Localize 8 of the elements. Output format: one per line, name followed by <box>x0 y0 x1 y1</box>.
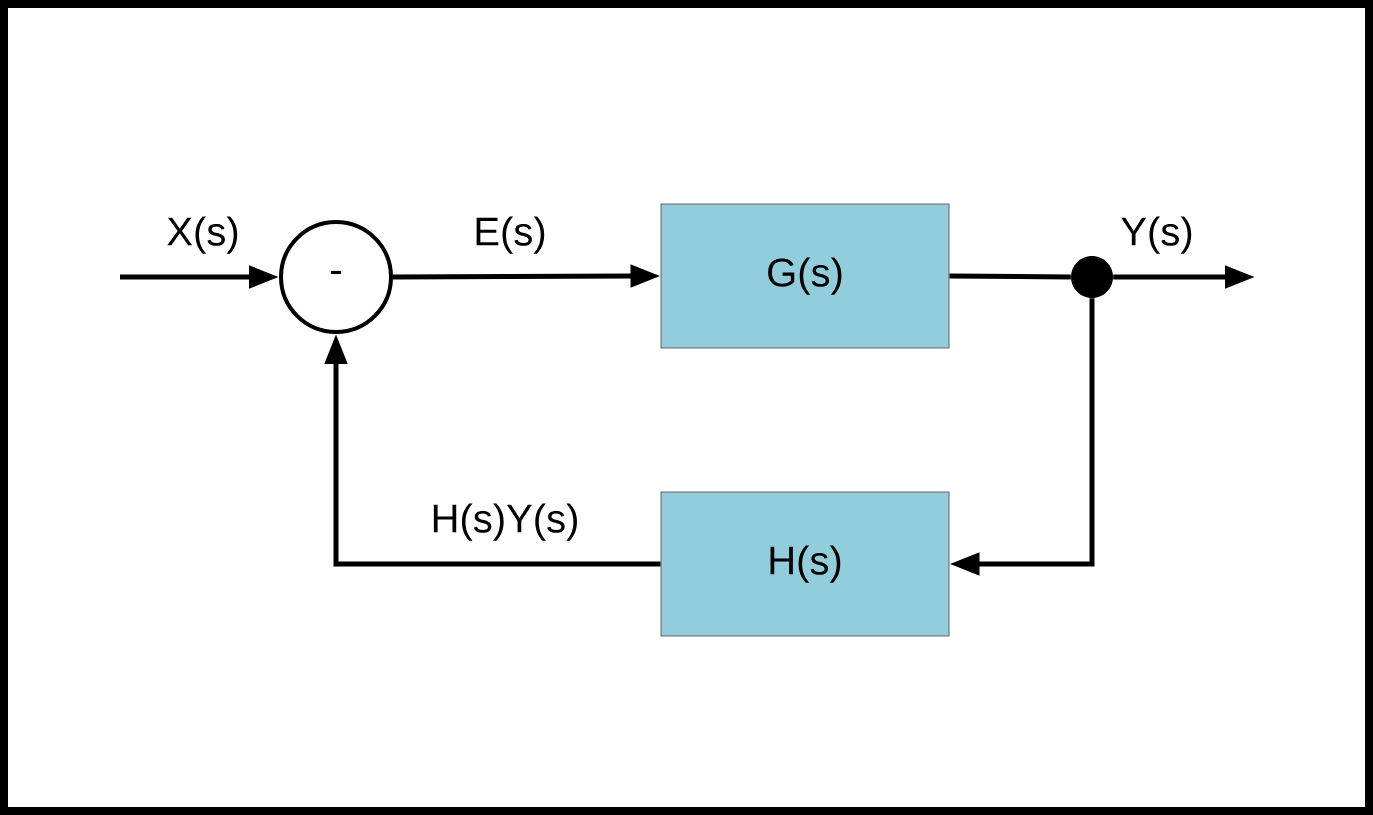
signal-label: X(s) <box>165 215 241 255</box>
signal-label: H(s)Y(s) <box>429 502 581 542</box>
transfer-function-box: H(s) <box>660 491 950 637</box>
signal-label: Y(s) <box>1119 215 1195 255</box>
summing-junction: - <box>279 220 393 334</box>
junction-dot <box>1071 256 1113 298</box>
signal-label: E(s) <box>472 215 548 255</box>
transfer-function-box: G(s) <box>660 203 950 349</box>
